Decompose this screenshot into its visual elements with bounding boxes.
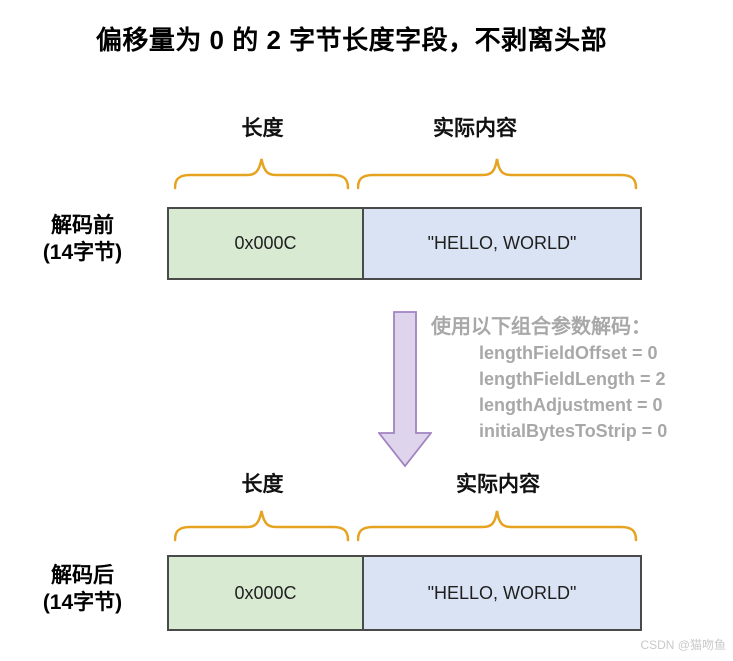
after-row-label-line1: 解码后	[51, 564, 114, 587]
length-column-header: 长度	[241, 117, 284, 140]
before-row-label: 解码前 (14字节)	[10, 212, 155, 266]
before-decode-section: 长度 实际内容 解码前 (14字节) 0x000C "HELLO, WORLD"	[0, 100, 733, 285]
after-content-cell: "HELLO, WORLD"	[364, 557, 640, 629]
after-row-label-line2: (14字节)	[42, 591, 123, 614]
before-row-label-line2: (14字节)	[42, 241, 123, 264]
before-byte-frame: 0x000C "HELLO, WORLD"	[167, 207, 642, 280]
before-content-cell: "HELLO, WORLD"	[364, 209, 640, 278]
watermark: CSDN @猫吻鱼	[640, 638, 726, 652]
content-column-header: 实际内容	[456, 473, 540, 496]
param-length-field-length: lengthFieldLength = 2	[479, 369, 666, 389]
param-initial-bytes-to-strip: initialBytesToStrip = 0	[479, 421, 668, 441]
content-column-header: 实际内容	[433, 117, 517, 140]
decode-parameters-block: 使用以下组合参数解码： lengthFieldOffset = 0 length…	[431, 314, 667, 444]
length-brace-icon	[174, 510, 350, 542]
down-arrow-icon	[378, 311, 432, 468]
length-column-header: 长度	[241, 473, 284, 496]
content-brace-icon	[357, 158, 638, 190]
content-brace-icon	[357, 510, 638, 542]
param-length-field-offset: lengthFieldOffset = 0	[479, 343, 658, 363]
decode-parameter-list: lengthFieldOffset = 0 lengthFieldLength …	[431, 340, 667, 444]
length-brace-icon	[174, 158, 350, 190]
param-length-adjustment: lengthAdjustment = 0	[479, 395, 663, 415]
after-decode-section: 长度 实际内容 解码后 (14字节) 0x000C "HELLO, WORLD"	[0, 452, 733, 637]
decode-heading: 使用以下组合参数解码：	[431, 316, 651, 338]
after-length-field-cell: 0x000C	[169, 557, 364, 629]
after-row-label: 解码后 (14字节)	[10, 562, 155, 616]
before-row-label-line1: 解码前	[51, 214, 114, 237]
after-byte-frame: 0x000C "HELLO, WORLD"	[167, 555, 642, 631]
before-length-field-cell: 0x000C	[169, 209, 364, 278]
diagram-title: 偏移量为 0 的 2 字节长度字段，不剥离头部	[95, 25, 608, 55]
